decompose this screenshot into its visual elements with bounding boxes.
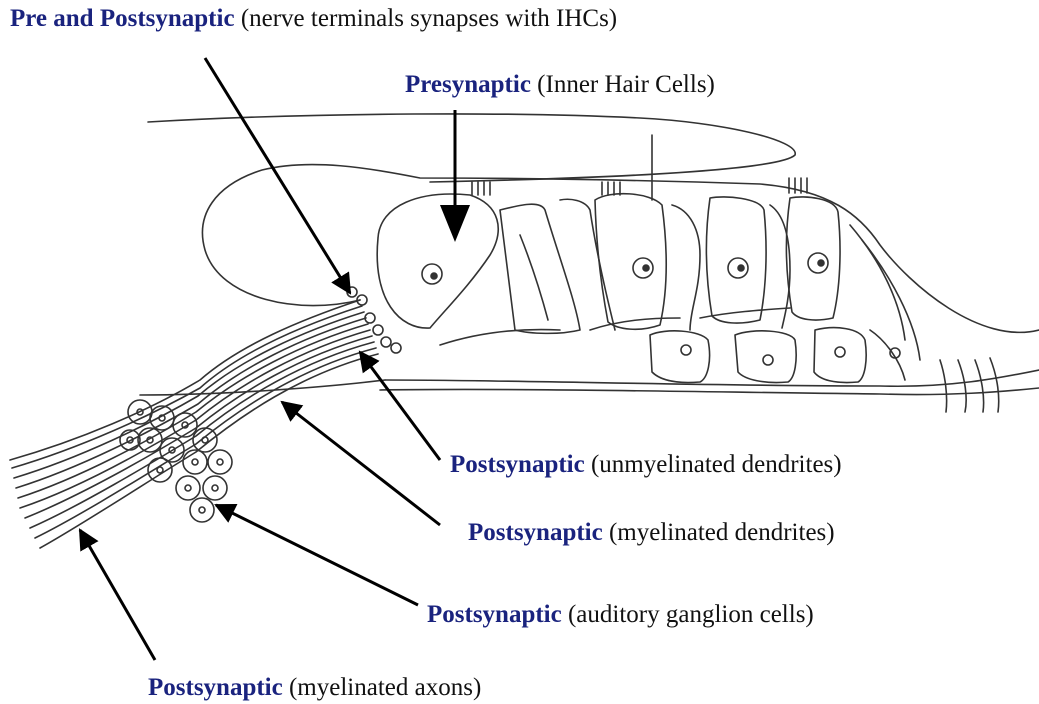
- arrow-ganglion: [216, 505, 418, 605]
- label-axons-rest: (myelinated axons): [283, 674, 482, 701]
- label-myelinated-dendrites-rest: (myelinated dendrites): [603, 519, 835, 546]
- deiters-cell-1: [650, 331, 710, 383]
- label-presynaptic-bold: Presynaptic: [405, 71, 531, 98]
- nerve-fibers: [10, 300, 378, 548]
- label-pre-post-rest: (nerve terminals synapses with IHCs): [235, 5, 618, 32]
- label-unmyelinated-rest: (unmyelinated dendrites): [585, 451, 842, 478]
- label-presynaptic: Presynaptic (Inner Hair Cells): [405, 72, 715, 97]
- deiters-cell-2: [735, 331, 796, 383]
- outer-pillar: [560, 199, 615, 330]
- arrow-unmyelinated: [360, 352, 440, 460]
- ganglion-cells: [120, 400, 232, 522]
- arrow-axons: [80, 530, 155, 660]
- label-ganglion-bold: Postsynaptic: [427, 601, 562, 628]
- basilar-membrane: [385, 370, 1039, 386]
- nerve-terminals: [347, 287, 401, 353]
- presynaptic-arrowhead: [440, 205, 470, 242]
- label-myelinated-dendrites: Postsynaptic (myelinated dendrites): [468, 520, 835, 545]
- label-ganglion-cells: Postsynaptic (auditory ganglion cells): [427, 602, 814, 627]
- label-myelinated-dendrites-bold: Postsynaptic: [468, 519, 603, 546]
- arrow-myelinated-dendrites: [282, 402, 440, 525]
- outer-hair-cell-3: [786, 197, 840, 320]
- inner-pillar: [500, 204, 580, 333]
- label-axons-bold: Postsynaptic: [148, 674, 283, 701]
- label-presynaptic-rest: (Inner Hair Cells): [531, 71, 715, 98]
- outer-hair-cell-1: [595, 194, 666, 330]
- label-ganglion-rest: (auditory ganglion cells): [562, 601, 814, 628]
- deiters-cell-3: [814, 328, 866, 383]
- label-unmyelinated-bold: Postsynaptic: [450, 451, 585, 478]
- label-pre-post-synaptic: Pre and Postsynaptic (nerve terminals sy…: [10, 6, 617, 31]
- label-unmyelinated-dendrites: Postsynaptic (unmyelinated dendrites): [450, 452, 842, 477]
- label-pre-post-bold: Pre and Postsynaptic: [10, 5, 235, 32]
- arrow-pre-post: [205, 58, 350, 293]
- inner-hair-cell: [377, 194, 498, 328]
- label-myelinated-axons: Postsynaptic (myelinated axons): [148, 675, 481, 700]
- outer-hair-cell-2: [706, 197, 766, 323]
